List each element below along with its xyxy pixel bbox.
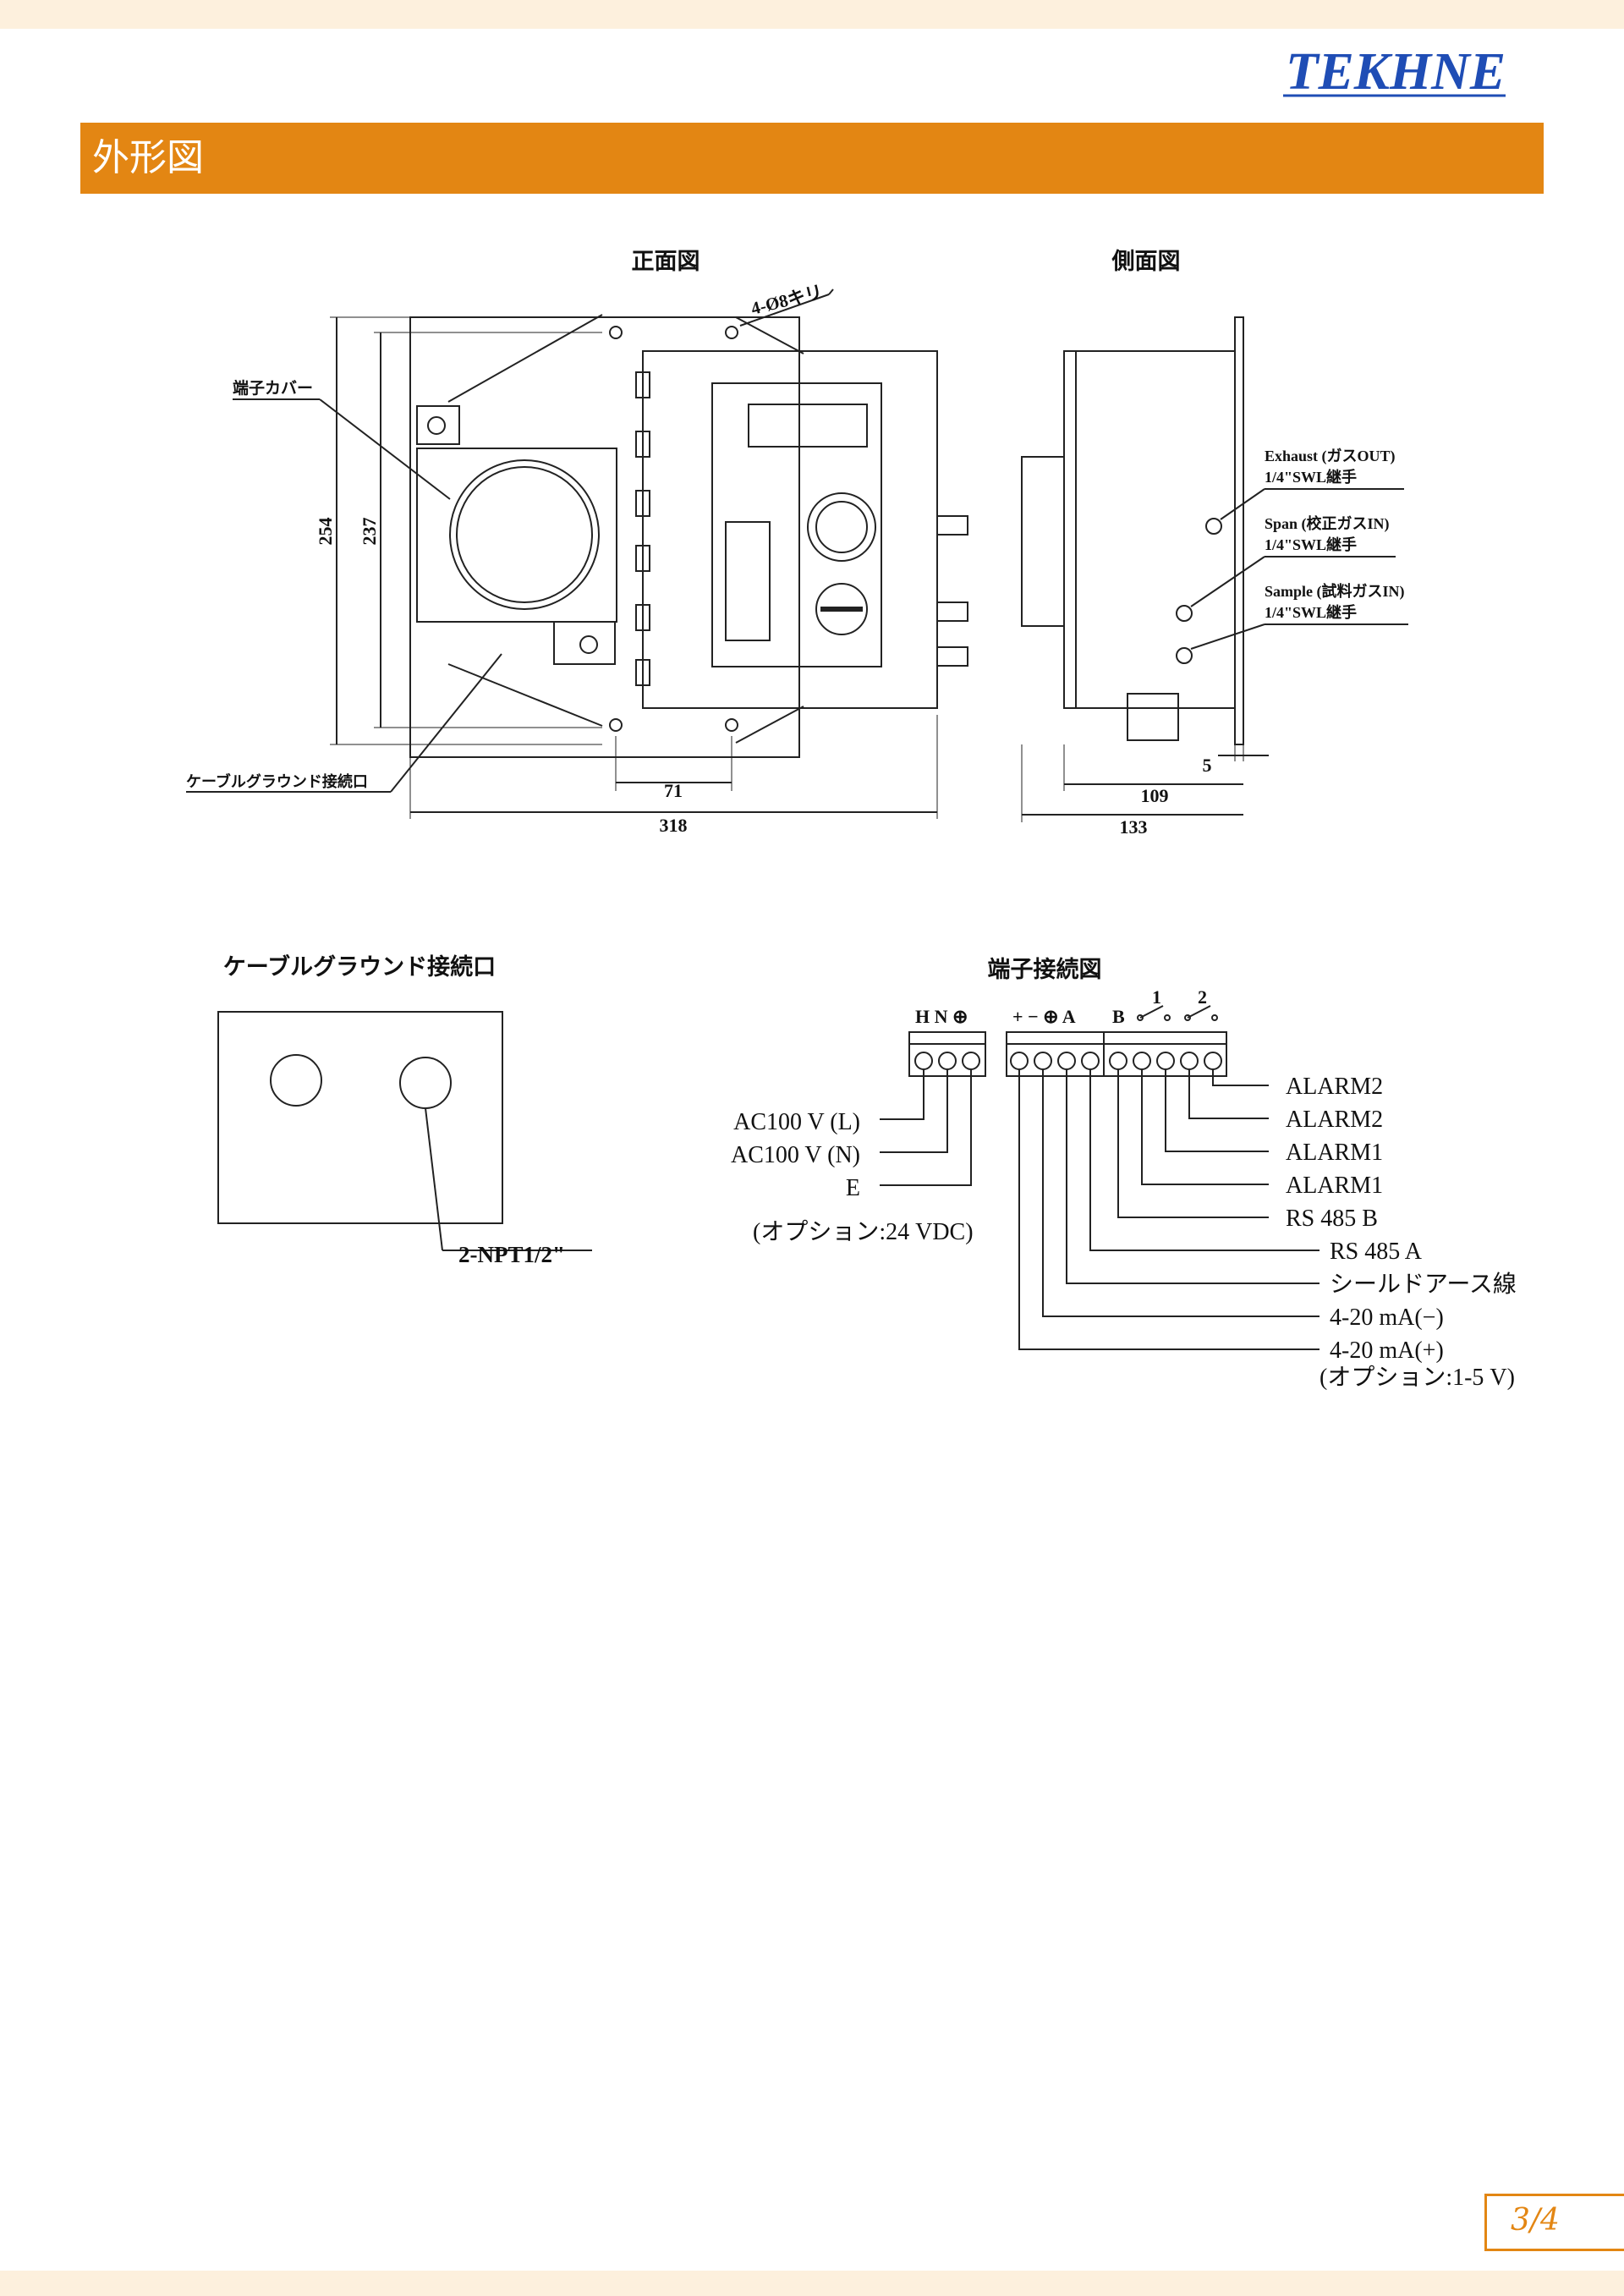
- gland-hole-left-icon: [270, 1054, 322, 1107]
- bottom-band: [0, 2271, 1624, 2296]
- page-number: 3/4: [1511, 2203, 1560, 2238]
- side-view-title: 側面図: [1111, 249, 1181, 274]
- dim-109: 109: [1141, 785, 1169, 806]
- section-header: 外形図: [80, 123, 1544, 194]
- lock-icon: [815, 583, 868, 635]
- power-header: H N ⊕: [915, 1006, 968, 1027]
- outline-drawing: 正面図: [186, 249, 1517, 1391]
- gland-title: ケーブルグラウンド接続口: [223, 953, 496, 980]
- signal-label-6: シールドアース線: [1330, 1271, 1517, 1298]
- port-sample-icon: [1176, 647, 1193, 664]
- power-option: (オプション:24 VDC): [753, 1219, 974, 1245]
- signal-label-0: ALARM2: [1286, 1074, 1383, 1100]
- dim-71: 71: [664, 780, 683, 801]
- front-view: 正面図: [186, 249, 968, 836]
- power-label-N: AC100 V (N): [731, 1142, 860, 1168]
- power-label-E: E: [846, 1175, 860, 1201]
- port-span-fitting: 1/4"SWL継手: [1265, 536, 1357, 553]
- terminal-title: 端子接続図: [988, 957, 1102, 982]
- gland-thread: 2-NPT1/2": [458, 1242, 565, 1267]
- port-exhaust-fitting: 1/4"SWL継手: [1265, 468, 1357, 486]
- dim-237: 237: [359, 518, 380, 546]
- signal-label-4: RS 485 B: [1286, 1206, 1378, 1232]
- top-band: [0, 0, 1624, 29]
- front-view-title: 正面図: [632, 249, 700, 274]
- terminal-screws: [914, 1052, 1222, 1070]
- section-title: 外形図: [92, 136, 204, 179]
- signal-label-8: 4-20 mA(+): [1330, 1338, 1444, 1364]
- signal-label-7: 4-20 mA(−): [1330, 1305, 1444, 1331]
- page-number-box: 3/4: [1484, 2194, 1624, 2251]
- terminal-diagram: 端子接続図 H N ⊕ + − ⊕ A B 1 2 AC100 V (L) AC…: [731, 957, 1517, 1391]
- dim-5: 5: [1203, 755, 1212, 776]
- terminal-cover-label: 端子カバー: [233, 378, 313, 398]
- signal-label-2: ALARM1: [1286, 1140, 1383, 1166]
- port-span-icon: [1176, 605, 1193, 622]
- port-span-name: Span (校正ガスIN): [1265, 514, 1390, 533]
- dim-318: 318: [660, 815, 688, 836]
- signal-label-5: RS 485 A: [1330, 1239, 1423, 1265]
- dim-133: 133: [1120, 816, 1148, 838]
- side-view: 側面図 Exhaust (ガスOUT) 1/4"SWL継手 Span (校正ガス…: [1021, 249, 1408, 838]
- terminal-cover-icon: [449, 459, 600, 610]
- contact-2: 2: [1198, 986, 1207, 1008]
- contact-1: 1: [1152, 986, 1161, 1008]
- mount-hole-icon: [609, 326, 623, 339]
- port-sample-fitting: 1/4"SWL継手: [1265, 603, 1357, 621]
- hole-label: 4-Ø8キリ: [749, 282, 825, 319]
- hinges: [635, 371, 650, 686]
- signal-header: + − ⊕ A: [1012, 1006, 1076, 1027]
- cable-gland-label: ケーブルグラウンド接続口: [186, 772, 368, 790]
- tekhne-logo: TEKHNE: [1283, 43, 1506, 101]
- port-exhaust-icon: [1205, 518, 1222, 535]
- signal-label-3: ALARM1: [1286, 1173, 1383, 1199]
- knob-icon: [807, 492, 876, 562]
- power-label-L: AC100 V (L): [733, 1109, 860, 1135]
- dim-254: 254: [315, 518, 336, 546]
- alarm-header: B: [1112, 1006, 1125, 1027]
- signal-option: (オプション:1-5 V): [1320, 1365, 1515, 1391]
- port-sample-name: Sample (試料ガスIN): [1265, 582, 1405, 601]
- gland-view: ケーブルグラウンド接続口 2-NPT1/2": [217, 953, 592, 1267]
- logo-text: TEKHNE: [1286, 43, 1506, 101]
- signal-label-1: ALARM2: [1286, 1107, 1383, 1133]
- port-exhaust-name: Exhaust (ガスOUT): [1265, 448, 1396, 465]
- gland-hole-right-icon: [399, 1057, 452, 1109]
